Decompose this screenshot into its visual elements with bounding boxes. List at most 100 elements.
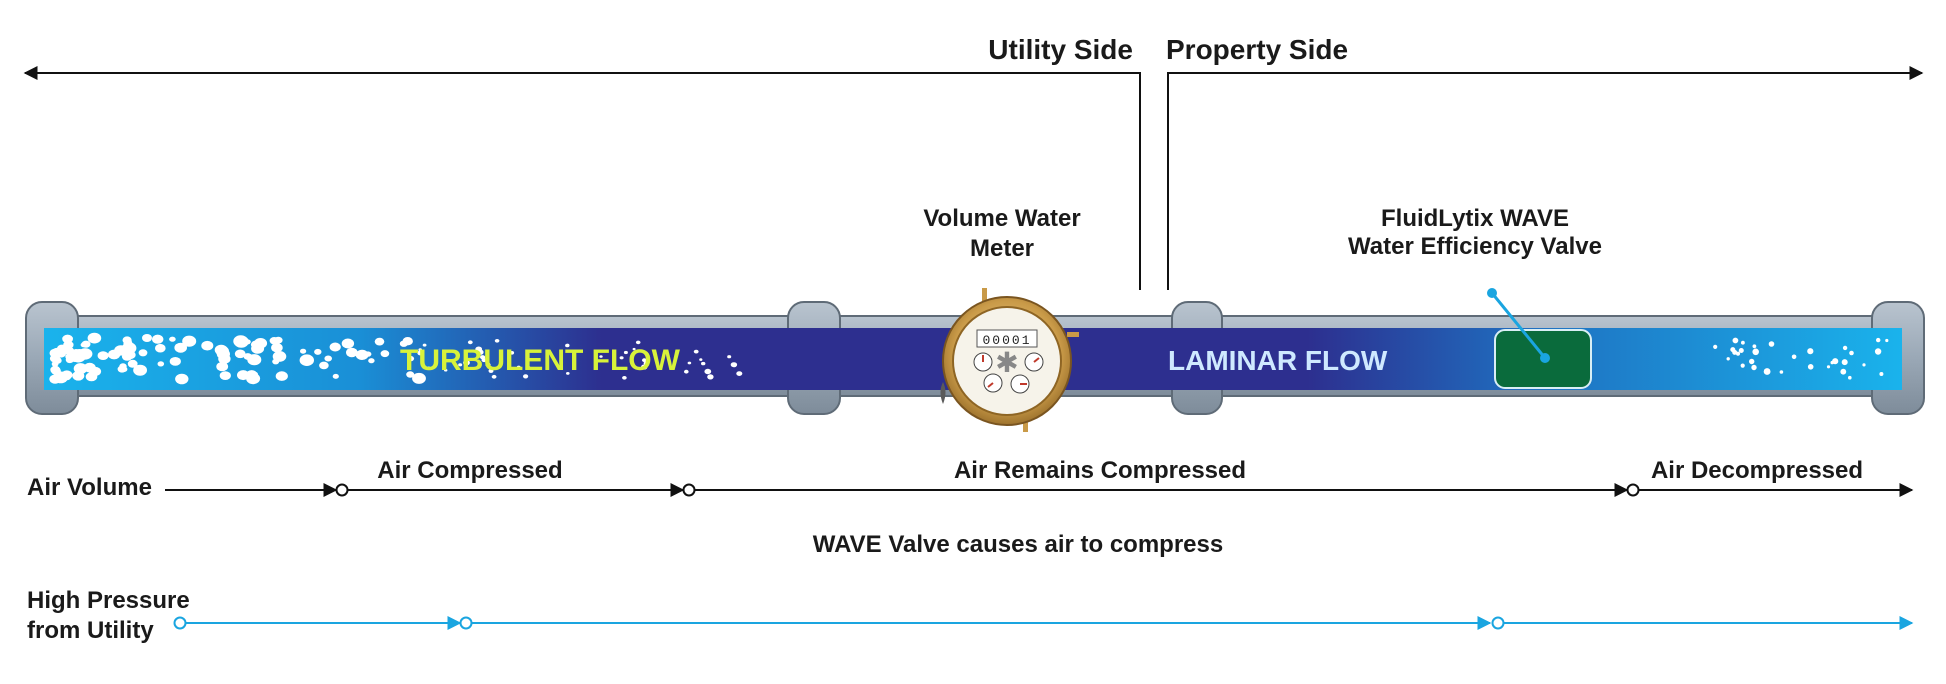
air-bubble (643, 361, 649, 366)
air-bubble (622, 376, 627, 380)
air-bubble (234, 349, 246, 359)
air-bubble (355, 349, 369, 360)
air-bubble (237, 370, 250, 381)
air-bubble (481, 358, 487, 363)
air-bubble (623, 350, 628, 355)
pressure-node-1 (459, 616, 473, 630)
air-bubble (1732, 337, 1739, 344)
air-bubble (341, 338, 355, 349)
air-bubble (121, 342, 137, 354)
air-bubble (1849, 350, 1854, 356)
air-bubble (494, 339, 500, 343)
air-bubble (1807, 364, 1814, 370)
air-bubble (444, 368, 448, 372)
air-bubble (465, 350, 469, 353)
air-bubble (332, 373, 339, 379)
air-bubble (299, 354, 314, 367)
air-bubble (175, 373, 189, 385)
air-bubble (1768, 341, 1775, 347)
air-bubble (736, 371, 743, 376)
air-bubble (418, 348, 423, 352)
air-bubble (169, 336, 176, 342)
air-bubble (97, 351, 109, 360)
air-bubble (642, 358, 647, 363)
air-bubble (155, 343, 166, 353)
air-bubble (641, 364, 648, 370)
valve-label-line2: Water Efficiency Valve (1348, 233, 1602, 260)
utility-side-label: Utility Side (988, 34, 1133, 65)
air-bubble (727, 355, 732, 359)
air-bubble (142, 334, 152, 342)
air-bubble (684, 369, 689, 374)
air-bubble (1749, 358, 1755, 365)
air-bubble (632, 347, 636, 351)
air-bubble (485, 362, 491, 367)
air-bubble (319, 361, 329, 370)
air-bubble (1726, 357, 1730, 361)
air-bubble (1874, 348, 1882, 355)
air-bubble (412, 372, 426, 384)
meter-label-line1: Volume Water (923, 205, 1080, 232)
air-bubble (1752, 348, 1759, 356)
valve-callout-dot-bottom (1540, 353, 1550, 363)
air-bubble (526, 366, 531, 370)
air-bubble (1848, 375, 1852, 380)
air-bubble (687, 361, 692, 365)
air-bubble (216, 348, 230, 360)
air-bubble (704, 368, 712, 375)
meter-drip (940, 382, 946, 404)
air-bubble (201, 340, 214, 351)
air-bubble (1741, 340, 1745, 345)
side-boundary-arrows: Utility Side Property Side (23, 34, 1924, 290)
air-bubble (1840, 368, 1847, 375)
air-node-1 (335, 483, 349, 497)
air-bubble (699, 358, 703, 361)
air-bubble (1713, 344, 1718, 349)
air-bubble (324, 355, 333, 362)
air-bubble (488, 368, 494, 373)
air-bubble (516, 365, 521, 369)
valve-callout-line (1490, 292, 1547, 359)
air-bubble (49, 354, 61, 363)
air-bubble (707, 374, 714, 380)
air-bubble (157, 361, 165, 367)
air-bubble (476, 349, 484, 355)
air-bubble (406, 371, 415, 378)
air-bubble (1763, 368, 1771, 375)
air-bubble (138, 349, 148, 357)
air-bubble (1842, 345, 1848, 351)
meter-odometer-window (976, 329, 1038, 348)
air-bubble (247, 354, 262, 366)
caption: WAVE Valve causes air to compress (813, 531, 1223, 558)
pressure-node-start (173, 616, 187, 630)
air-bubble (174, 342, 187, 353)
air-bubble (117, 365, 127, 373)
air-bubble (271, 343, 283, 353)
air-bubble (51, 361, 59, 367)
air-bubble (399, 340, 408, 347)
air-bubble (1751, 364, 1757, 371)
air-bubble (73, 363, 88, 375)
air-volume-label: Air Volume (27, 474, 152, 501)
laminar-flow-label: LAMINAR FLOW (1168, 345, 1388, 376)
asterisk-icon: ✱ (995, 346, 1018, 379)
air-bubble (1735, 351, 1741, 356)
air-bubble (152, 334, 164, 344)
air-bubble (127, 359, 138, 368)
air-bubble (491, 374, 497, 379)
air-remains-compressed-label: Air Remains Compressed (954, 457, 1246, 484)
meter-odometer: 00001 (982, 333, 1031, 348)
air-bubble (364, 351, 372, 357)
air-bubble (1826, 365, 1831, 369)
air-bubble (1807, 348, 1814, 355)
air-bubble (133, 364, 148, 376)
air-bubble (1740, 363, 1745, 368)
air-bubble (1841, 359, 1848, 366)
air-bubble (329, 342, 341, 352)
air-bubble (182, 335, 197, 347)
air-bubble (1876, 337, 1881, 343)
air-bubble (407, 355, 415, 362)
air-bubble (169, 357, 181, 366)
air-bubble (314, 348, 322, 355)
air-bubble (274, 352, 286, 361)
